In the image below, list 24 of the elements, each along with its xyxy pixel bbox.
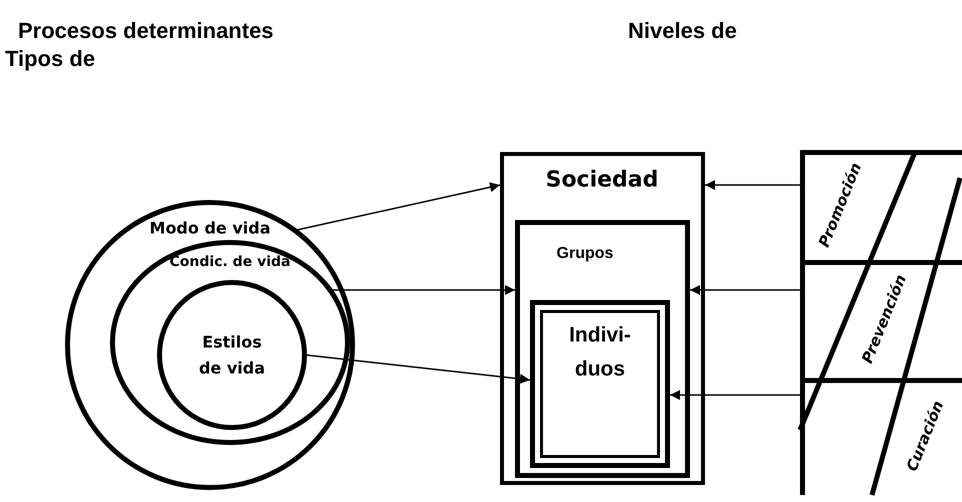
concentric-circle <box>110 240 350 445</box>
arrow <box>705 180 800 190</box>
node-label: Sociedad <box>546 168 658 192</box>
node-label: Grupos <box>556 245 614 263</box>
arrow <box>670 390 800 400</box>
node-label: Estilos de vida <box>198 331 266 379</box>
nested-box <box>515 220 690 478</box>
concentric-circle <box>65 200 355 490</box>
node-label: Indivi- duos <box>568 322 632 382</box>
level-band <box>800 378 962 495</box>
level-band <box>800 260 962 378</box>
arrow <box>332 285 515 295</box>
arrow <box>296 182 500 231</box>
level-band <box>800 150 962 260</box>
heading-text: Procesos determinantes <box>18 18 274 44</box>
nested-box <box>500 152 705 485</box>
heading-text: Tipos de <box>5 46 96 72</box>
arrow <box>306 354 530 384</box>
arrow <box>690 285 800 295</box>
heading-text: Niveles de <box>628 18 737 44</box>
node-label: Condic. de vida <box>170 254 290 270</box>
concentric-circle <box>157 280 307 430</box>
nested-box <box>530 300 670 468</box>
node-label: Modo de vida <box>150 218 270 238</box>
